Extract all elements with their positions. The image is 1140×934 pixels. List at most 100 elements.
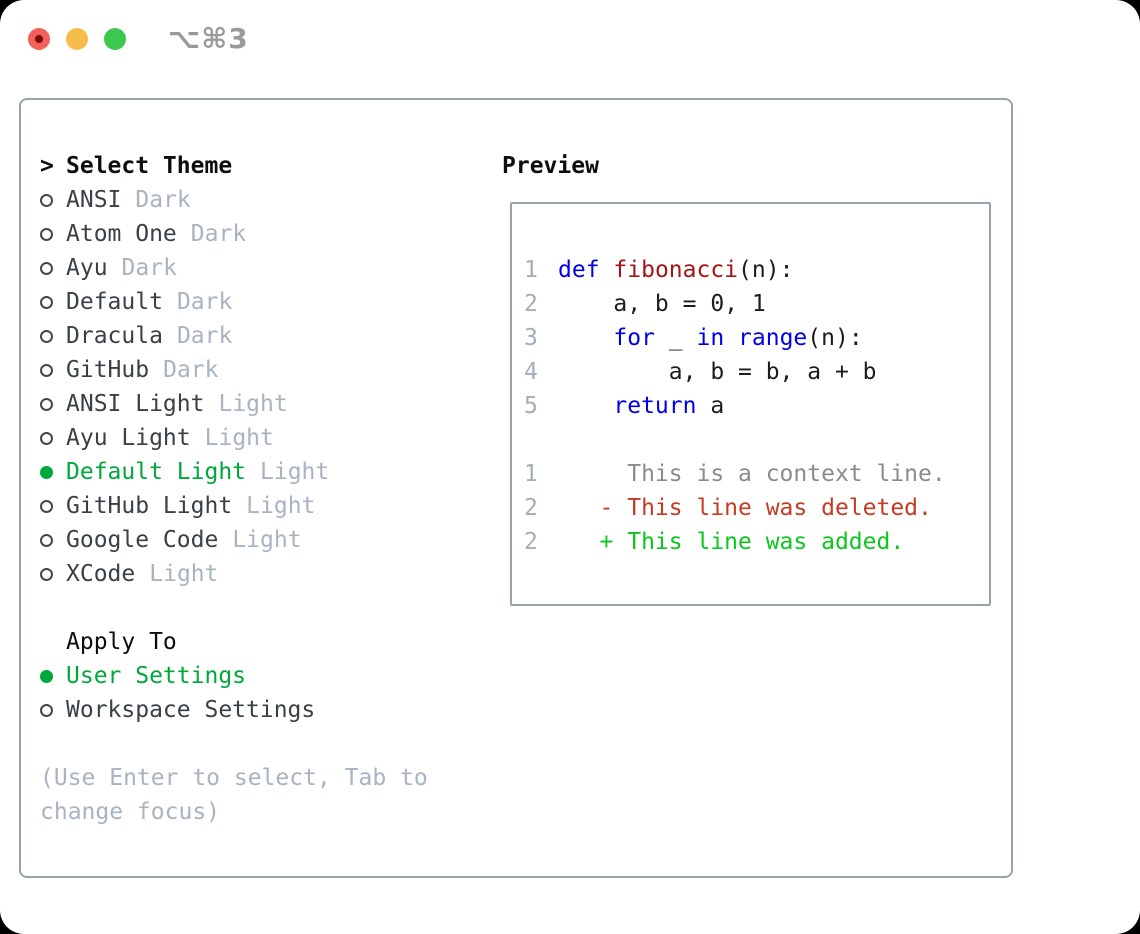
radio-selected-icon [40, 669, 53, 683]
line-number: 1 [524, 257, 538, 283]
theme-variant: Dark [190, 221, 247, 247]
theme-name: Google Code [66, 527, 219, 553]
code-content: a, b = 0, 1 [558, 287, 766, 321]
line-number: 2 [524, 529, 538, 555]
radio-icon [40, 363, 53, 377]
apply-option[interactable]: Workspace Settings [40, 693, 480, 727]
theme-picker-title: Select Theme [66, 153, 233, 179]
theme-variant: Dark [121, 255, 177, 281]
code-line: 4 a, b = b, a + b [524, 355, 989, 389]
diff-text: - This line was deleted. [558, 495, 932, 521]
window-shortcut-label: ⌥⌘3 [168, 22, 249, 55]
theme-option[interactable]: GitHub Dark [40, 353, 480, 387]
theme-name: ANSI Light [66, 391, 205, 417]
token-plain [558, 393, 613, 419]
radio-icon [40, 295, 53, 309]
line-number: 4 [524, 359, 538, 385]
apply-option[interactable]: User Settings [40, 659, 480, 693]
theme-picker-header: > Select Theme [40, 149, 480, 183]
radio-icon [40, 567, 53, 581]
titlebar: ⌥⌘3 [28, 22, 249, 55]
diff-line-added: 2 + This line was added. [524, 525, 989, 559]
spacer [40, 591, 480, 625]
token-function: fibonacci [613, 257, 739, 283]
code-line: 1 def fibonacci(n): [524, 253, 989, 287]
theme-variant: Light [149, 561, 219, 587]
line-number: 1 [524, 461, 538, 487]
code-content: def fibonacci(n): [558, 253, 793, 287]
apply-option-label: User Settings [66, 663, 247, 689]
token-plain: a, b = 0, 1 [558, 291, 766, 317]
radio-selected-icon [40, 465, 53, 479]
code-content: return a [558, 389, 724, 423]
apply-to-title: Apply To [66, 629, 177, 655]
line-number: 3 [524, 325, 538, 351]
diff-text: + This line was added. [558, 529, 905, 555]
line-number: 2 [524, 495, 538, 521]
close-button[interactable] [28, 28, 50, 50]
radio-icon [40, 703, 53, 717]
token-plain: _ [654, 325, 697, 351]
theme-name: Default [66, 289, 163, 315]
code-line: 2 a, b = 0, 1 [524, 287, 989, 321]
apply-option-label: Workspace Settings [66, 697, 316, 723]
theme-option[interactable]: Default Dark [40, 285, 480, 319]
token-plain: a [696, 393, 725, 419]
minimize-button[interactable] [66, 28, 88, 50]
theme-name: Default Light [66, 459, 247, 485]
code-line: 5 return a [524, 389, 989, 423]
token-plain: (n): [807, 325, 863, 351]
theme-option[interactable]: ANSI Light Light [40, 387, 480, 421]
token-plain [600, 257, 614, 283]
token-plain [558, 325, 613, 351]
line-number: 5 [524, 393, 538, 419]
theme-variant: Dark [163, 357, 219, 383]
token-plain: (n): [738, 257, 794, 283]
theme-option[interactable]: GitHub Light Light [40, 489, 480, 523]
diff-line-context: 1 This is a context line. [524, 457, 989, 491]
token-keyword: range [738, 325, 808, 351]
code-content: a, b = b, a + b [558, 355, 877, 389]
prompt-caret-icon: > [40, 153, 54, 179]
radio-icon [40, 193, 53, 207]
theme-option[interactable]: XCode Light [40, 557, 480, 591]
theme-name: Atom One [66, 221, 177, 247]
diff-text: This is a context line. [558, 461, 946, 487]
theme-name: Dracula [66, 323, 163, 349]
theme-variant: Light [232, 527, 302, 553]
radio-icon [40, 499, 53, 513]
radio-icon [40, 227, 53, 241]
code-line: 3 for _ in range(n): [524, 321, 989, 355]
theme-name: Ayu [66, 255, 108, 281]
line-number: 2 [524, 291, 538, 317]
theme-name: GitHub [66, 357, 150, 383]
theme-option[interactable]: Dracula Dark [40, 319, 480, 353]
theme-variant: Dark [135, 187, 191, 213]
theme-variant: Dark [176, 289, 233, 315]
theme-variant: Light [218, 391, 288, 417]
theme-name: GitHub Light [66, 493, 233, 519]
token-plain: a, b = b, a + b [558, 359, 877, 385]
theme-name: Ayu Light [66, 425, 191, 451]
theme-variant: Light [246, 493, 316, 519]
radio-icon [40, 329, 53, 343]
theme-option[interactable]: Atom One Dark [40, 217, 480, 251]
token-plain [724, 325, 738, 351]
theme-name: XCode [66, 561, 136, 587]
zoom-button[interactable] [104, 28, 126, 50]
theme-option[interactable]: Google Code Light [40, 523, 480, 557]
theme-variant: Dark [176, 323, 233, 349]
diff-line-deleted: 2 - This line was deleted. [524, 491, 989, 525]
diff-block: 1 This is a context line.2 - This line w… [524, 457, 989, 559]
theme-option[interactable]: Ayu Dark [40, 251, 480, 285]
